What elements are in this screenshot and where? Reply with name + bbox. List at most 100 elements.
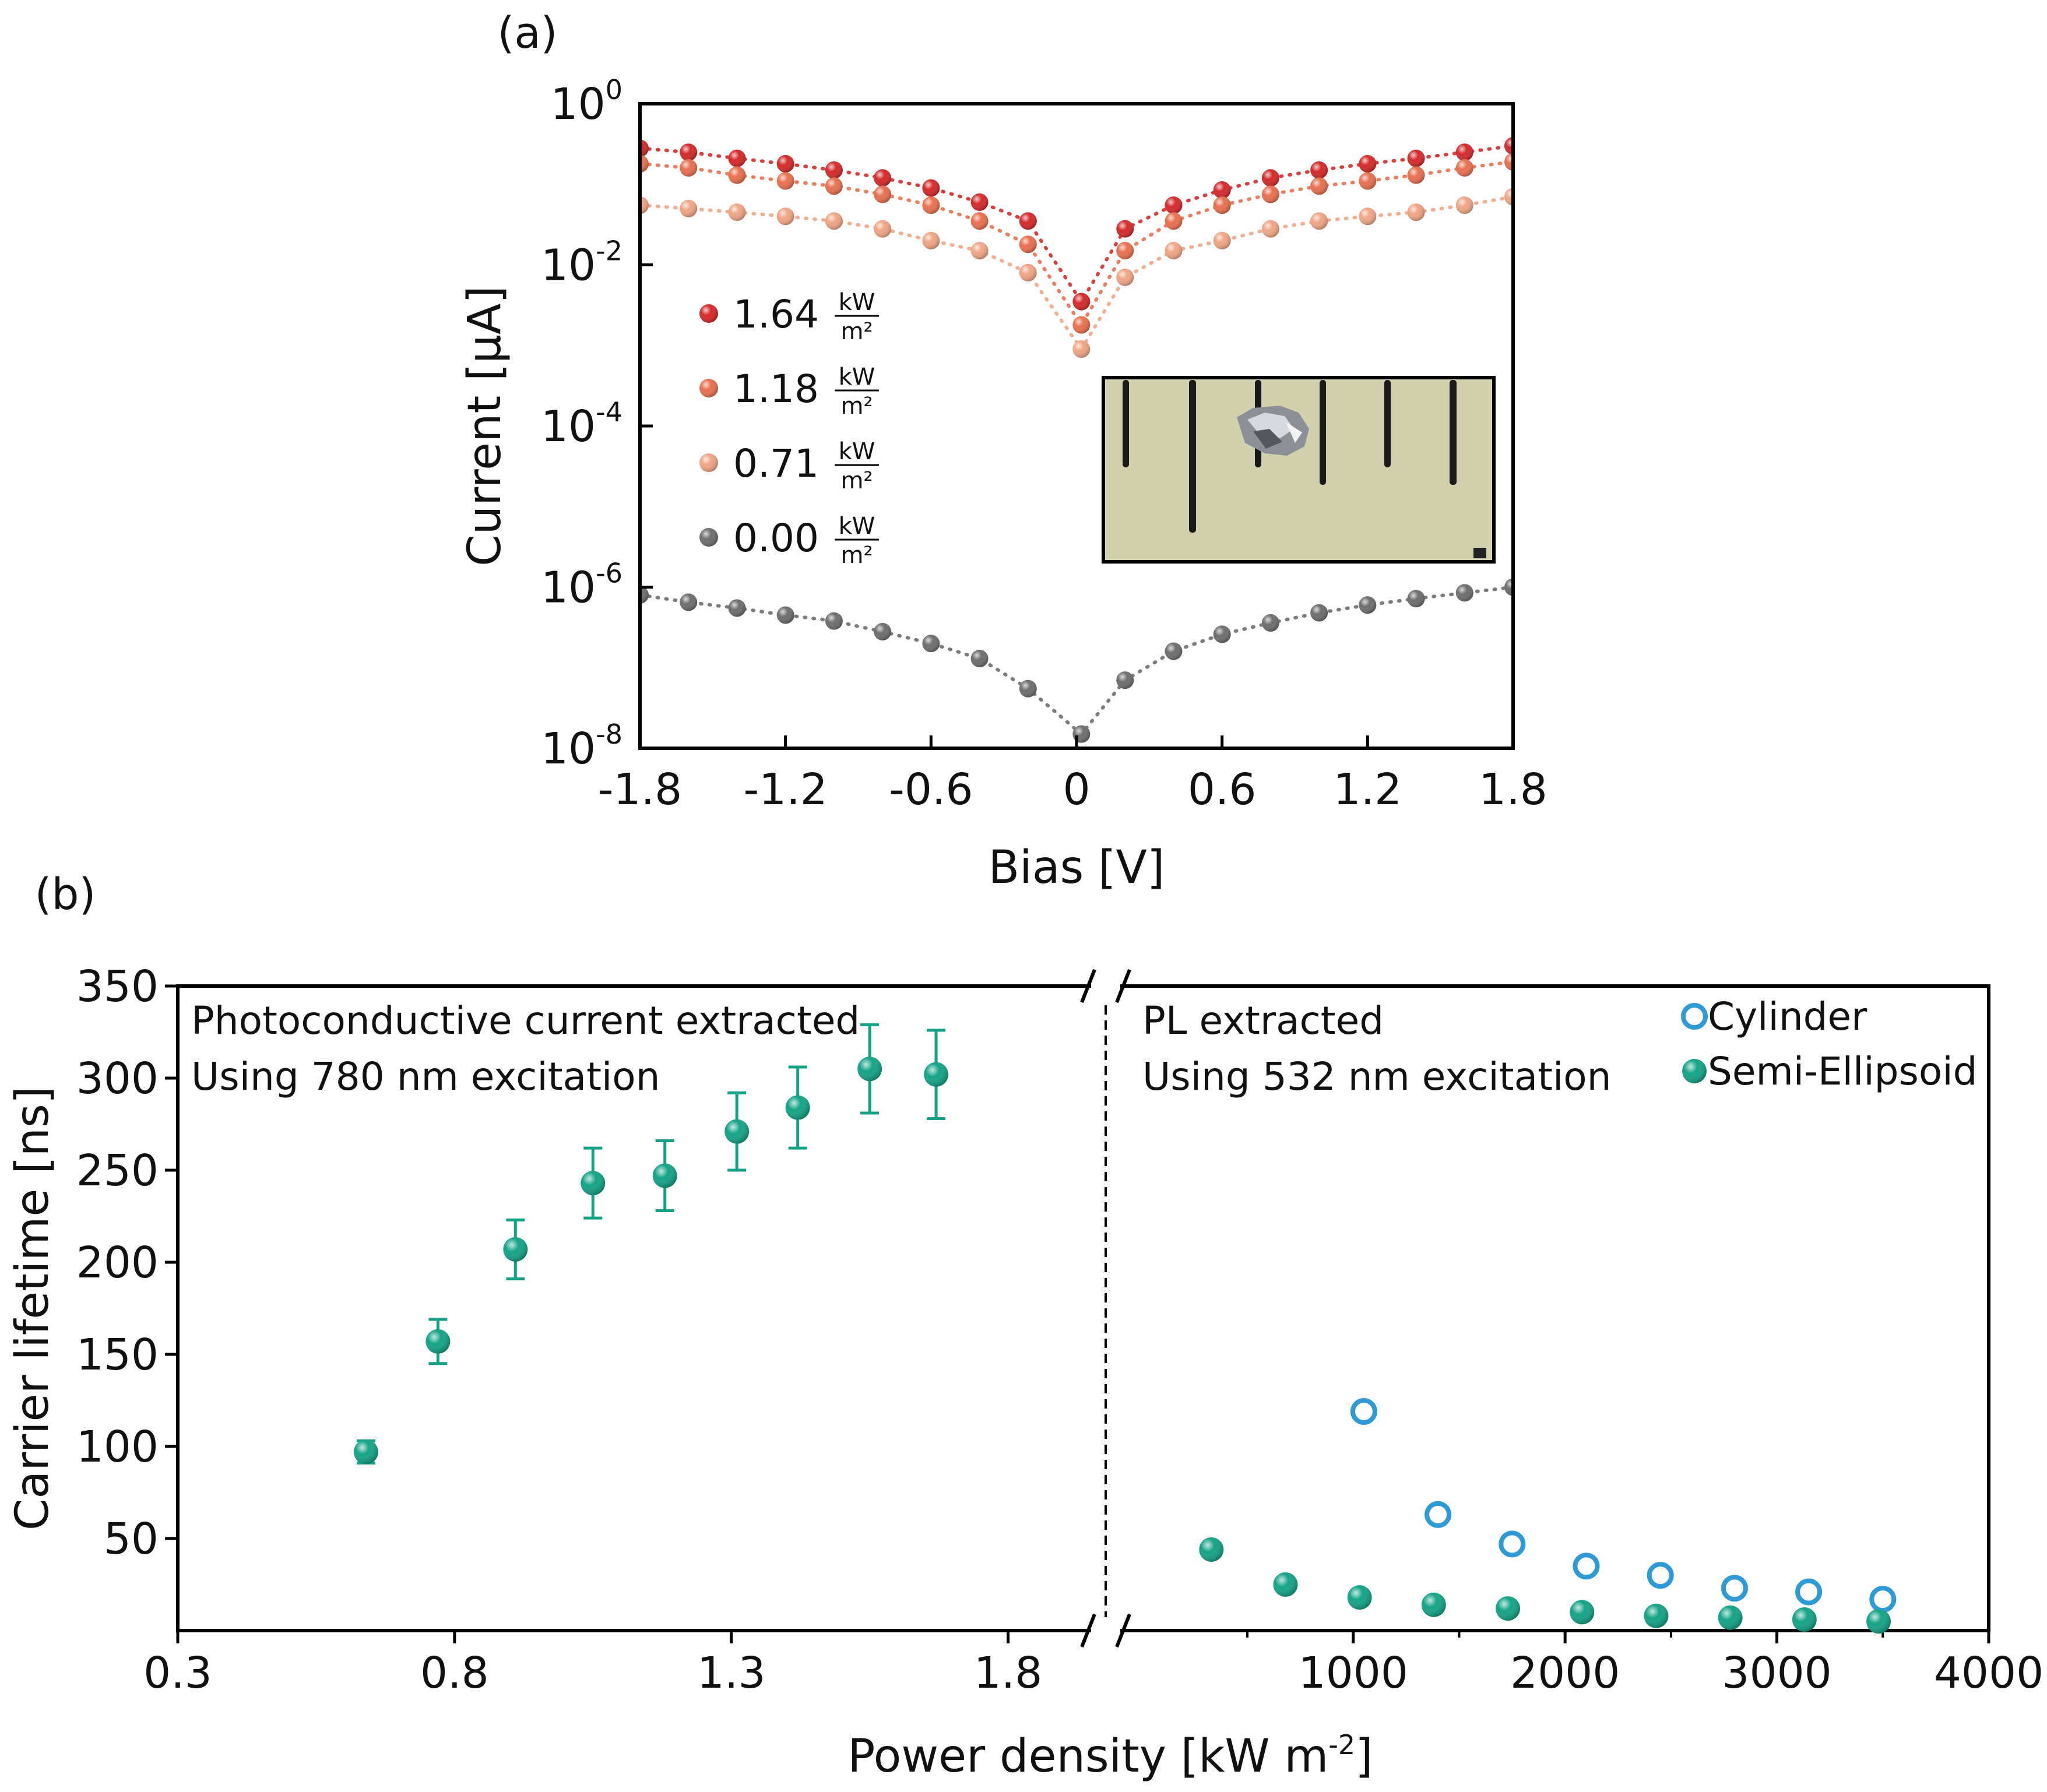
data-point-0.00 <box>728 599 746 617</box>
data-point-1.64 <box>1019 212 1037 230</box>
data-point-0.00 <box>776 606 794 624</box>
data-point-0.00 <box>1455 584 1473 602</box>
panel-b-y-axis-title: Carrier lifetime [ns] <box>6 1086 59 1530</box>
data-point-0.71 <box>1359 207 1377 226</box>
data-point-1.64 <box>1310 161 1328 179</box>
data-point-photoconductive <box>425 1329 451 1354</box>
data-point-photoconductive <box>353 1439 378 1464</box>
data-point-1.18 <box>1213 196 1231 214</box>
panel-b-x-axis-title: Power density [kW m-2] <box>847 1729 1373 1783</box>
x-tick-label: 2000 <box>1510 1648 1620 1698</box>
right-annotation-line1: PL extracted <box>1142 998 1384 1043</box>
y-tick-label: 100 <box>76 1422 159 1472</box>
y-tick-label: 50 <box>104 1514 159 1564</box>
data-point-1.64 <box>1455 143 1473 161</box>
legend-unit-numerator: kW <box>839 289 875 316</box>
data-point-cylinder <box>1350 1397 1377 1425</box>
data-point-0.00 <box>1310 604 1328 622</box>
data-point-cylinder <box>1795 1578 1823 1606</box>
data-point-1.64 <box>1261 169 1279 187</box>
data-point-semi-ellipsoid <box>1644 1603 1669 1628</box>
x-tick-label: 0.8 <box>420 1648 489 1698</box>
legend-label-semi-ellipsoid: Semi-Ellipsoid <box>1708 1049 1978 1094</box>
data-point-1.18 <box>1504 153 1513 171</box>
data-point-photoconductive <box>503 1237 528 1262</box>
data-point-0.71 <box>776 207 794 226</box>
data-point-semi-ellipsoid <box>1199 1537 1224 1562</box>
inset-photo <box>1102 376 1496 564</box>
left-annotation-line2: Using 780 nm excitation <box>191 1054 660 1099</box>
data-point-0.00 <box>874 622 892 640</box>
legend-marker-1.64 <box>699 304 718 323</box>
data-point-0.00 <box>1116 671 1134 689</box>
data-point-photoconductive <box>724 1119 750 1144</box>
x-tick-label: 1000 <box>1299 1648 1408 1698</box>
legend-marker-semi-ellipsoid <box>1682 1059 1707 1083</box>
data-point-0.71 <box>1310 212 1328 230</box>
panel-b-plot-frame <box>176 984 1990 1632</box>
data-point-0.71 <box>728 203 746 221</box>
data-point-0.71 <box>1407 203 1425 221</box>
data-point-0.71 <box>1019 263 1037 281</box>
data-point-1.64 <box>1116 220 1134 238</box>
data-point-0.71 <box>1455 196 1473 214</box>
legend-marker-cylinder <box>1681 1003 1708 1030</box>
legend-marker-0.00 <box>699 528 718 547</box>
x-tick-label: -1.8 <box>598 765 682 815</box>
data-point-1.64 <box>874 169 892 187</box>
data-point-cylinder <box>1869 1586 1897 1613</box>
panel-b-label: (b) <box>35 869 96 920</box>
x-tick-label: 0 <box>1063 765 1090 815</box>
x-tick-label: 0.6 <box>1188 765 1257 815</box>
data-point-0.00 <box>1165 642 1183 660</box>
data-point-0.00 <box>640 586 649 604</box>
data-point-0.71 <box>922 231 940 249</box>
y-tick-label: 10-2 <box>541 235 622 291</box>
data-point-photoconductive <box>581 1171 606 1196</box>
data-point-1.18 <box>825 177 843 195</box>
legend-label-0.71: 0.71 <box>733 441 819 486</box>
data-point-cylinder <box>1647 1562 1674 1589</box>
panel-a-y-axis-title: Current [μA] <box>459 286 511 566</box>
data-point-photoconductive <box>785 1095 810 1120</box>
panel-b-legend: Cylinder Semi-Ellipsoid <box>1681 994 1978 1094</box>
right-annotation-line2: Using 532 nm excitation <box>1142 1054 1612 1099</box>
left-annotation-line1: Photoconductive current extracted <box>191 998 860 1043</box>
data-point-1.18 <box>1455 159 1473 177</box>
legend-label-1.18: 1.18 <box>733 367 819 411</box>
data-point-0.00 <box>1019 680 1037 698</box>
x-tick-label: -1.2 <box>743 765 827 815</box>
y-tick-label: 10-4 <box>541 396 622 452</box>
x-tick-label: 0.3 <box>143 1648 212 1698</box>
y-tick-label: 350 <box>76 962 159 1012</box>
y-tick-label: 250 <box>76 1146 159 1196</box>
panel-a-label: (a) <box>497 8 557 58</box>
data-point-0.00 <box>1261 614 1279 632</box>
data-point-1.18 <box>680 159 698 177</box>
y-tick-label: 10-8 <box>541 719 622 774</box>
data-point-1.18 <box>874 185 892 203</box>
legend-label-cylinder: Cylinder <box>1708 994 1867 1039</box>
data-point-1.64 <box>922 179 940 197</box>
data-point-1.64 <box>825 161 843 179</box>
y-tick-label: 100 <box>551 74 622 129</box>
data-point-1.18 <box>1407 166 1425 184</box>
data-point-1.18 <box>640 154 649 172</box>
data-point-0.71 <box>1213 231 1231 249</box>
series-line-0.00 <box>640 585 1513 737</box>
data-point-1.18 <box>1261 185 1279 203</box>
data-point-1.18 <box>970 212 989 230</box>
data-point-semi-ellipsoid <box>1866 1609 1891 1634</box>
x-tick-label: 1.2 <box>1333 765 1402 815</box>
data-point-0.71 <box>1261 220 1279 238</box>
data-point-semi-ellipsoid <box>1496 1596 1521 1621</box>
data-point-semi-ellipsoid <box>1273 1572 1298 1597</box>
panel-a-x-axis-title: Bias [V] <box>989 842 1165 894</box>
data-point-1.18 <box>1019 235 1037 254</box>
data-point-cylinder <box>1499 1530 1526 1558</box>
y-tick-label: 150 <box>76 1330 159 1380</box>
data-point-0.71 <box>874 220 892 238</box>
data-point-photoconductive <box>857 1057 882 1082</box>
